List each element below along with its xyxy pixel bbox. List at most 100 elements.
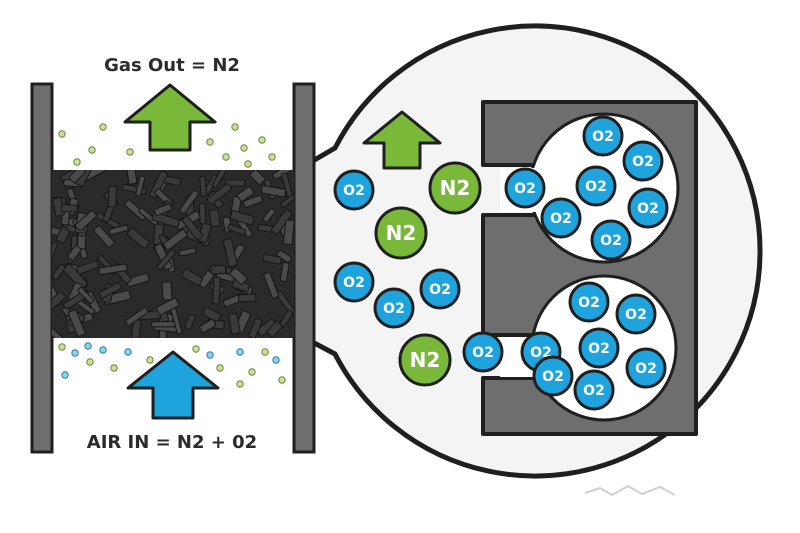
oxygen-label: O2 [592,129,614,145]
nitrogen-particle [268,153,276,161]
nitrogen-particle [244,160,252,168]
oxygen-label: O2 [625,307,647,323]
carbon-pellet [77,286,95,304]
carbon-pellet [60,204,78,213]
oxygen-molecule: O2 [504,167,546,209]
carbon-pellet [222,238,238,268]
carbon-pellet [199,175,207,197]
nitrogen-particle [258,136,266,144]
nitrogen-particle [73,158,81,166]
oxygen-label: O2 [637,201,659,217]
oxygen-label: O2 [583,383,605,399]
nitrogen-label: N2 [440,176,471,200]
gas-out-label: Gas Out = N2 [104,55,240,76]
oxygen-circle [573,369,615,411]
nitrogen-particle [261,348,269,356]
arrow-up-icon [123,83,217,152]
carbon-pellet [178,247,197,257]
carbon-pellet [76,260,99,275]
carbon-pellet [224,179,246,187]
carbon-pellet [275,290,294,316]
carbon-pellet [181,215,204,241]
carbon-pellet [108,224,129,236]
carbon-pellet [67,245,82,261]
carbon-pellet [266,320,283,338]
air-particles-in [58,342,286,388]
nitrogen-particle [216,364,224,372]
nitrogen-particle [110,364,118,372]
carbon-pellet [263,271,280,299]
oxygen-label: O2 [550,211,572,227]
carbon-pellet [199,318,217,334]
oxygen-circle [575,165,617,207]
nitrogen-particle [222,153,230,161]
oxygen-label: O2 [632,154,654,170]
oxygen-molecule: O2 [625,347,667,389]
oxygen-circle [373,287,415,329]
carbon-pellet [262,208,276,223]
oxygen-molecule: O2 [573,369,615,411]
carbon-pellet [208,208,221,228]
carbon-pellet [68,309,86,337]
oxygen-label: O2 [514,181,536,197]
oxygen-circle [333,169,375,211]
column-left-wall [30,82,54,454]
oxygen-molecule: O2 [540,197,582,239]
carbon-pellet [52,291,66,311]
nitrogen-particle [206,138,214,146]
oxygen-molecule: O2 [333,169,375,211]
oxygen-circle [578,327,620,369]
oxygen-circle [504,167,546,209]
carbon-pellet [212,276,221,305]
carbon-pellet [161,281,173,301]
carbon-pellet [98,282,122,299]
carbon-pellet [93,225,115,248]
carbon-pellet [68,170,86,184]
oxygen-label: O2 [343,183,365,199]
carbon-pellet [262,253,282,265]
arrow-up-icon [126,350,220,420]
carbon-pellet [242,194,263,208]
oxygen-label: O2 [343,275,365,291]
carbon-pellet [206,183,232,205]
nitrogen-molecule: N2 [428,161,482,215]
nitrogen-particle [126,148,134,156]
air-in-label: AIR IN = N2 + 02 [86,432,258,453]
nitrogen-particle [146,356,154,364]
nitrogen-circle [428,161,482,215]
carbon-pellet [248,317,263,338]
oxygen-molecule: O2 [532,355,574,397]
carbon-pellet [126,227,150,249]
oxygen-circle [540,197,582,239]
nitrogen-particle [248,368,256,376]
nitrogen-particle [231,123,239,131]
oxygen-molecule: O2 [575,165,617,207]
carbon-pellet [153,203,173,217]
carbon-pellet [279,261,290,282]
oxygen-molecule: O2 [615,293,657,335]
carbon-pellet [135,175,146,197]
nitrogen-particle [86,358,94,366]
carbon-pellet [280,194,294,208]
oxygen-particle [61,371,69,379]
oxygen-label: O2 [383,301,405,317]
arrow-up-icon [362,110,442,170]
oxygen-label: O2 [600,233,622,249]
oxygen-circle [625,347,667,389]
oxygen-particle [99,346,107,354]
oxygen-particle [206,351,214,359]
oxygen-label: O2 [585,179,607,195]
oxygen-circle [627,187,669,229]
carbon-pellet [149,170,168,199]
nitrogen-particle [240,144,248,152]
nitrogen-particle [58,130,66,138]
carbon-pellet [184,313,196,330]
oxygen-label: O2 [635,361,657,377]
nitrogen-particles-out [58,123,276,168]
carbon-pellet [276,249,293,264]
oxygen-molecule: O2 [419,268,461,310]
oxygen-particle [236,348,244,356]
oxygen-circle [419,268,461,310]
carbon-pellet [151,211,181,228]
